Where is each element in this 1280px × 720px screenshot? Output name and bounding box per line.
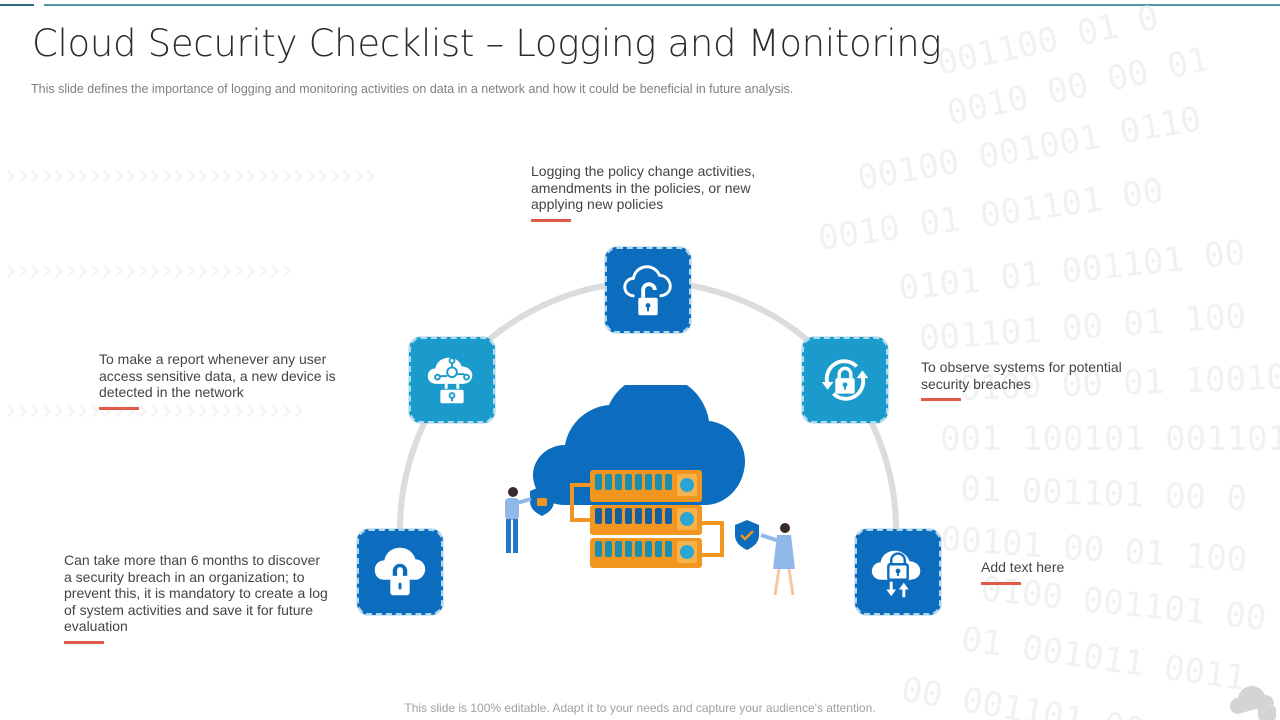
tile-breach-discovery[interactable] bbox=[357, 529, 443, 615]
item-text: Add text here bbox=[981, 559, 1065, 575]
item-text: To make a report whenever any user acces… bbox=[99, 351, 336, 400]
item-text: Can take more than 6 months to discover … bbox=[64, 552, 328, 634]
refresh-lock-icon bbox=[821, 359, 869, 401]
cloud-server-illustration bbox=[505, 385, 795, 596]
accent-underline bbox=[99, 406, 139, 410]
tile-policy-logging[interactable] bbox=[605, 247, 691, 333]
cables bbox=[570, 483, 724, 557]
cloud-network-lock-icon bbox=[427, 357, 473, 404]
cloud-lock-icon bbox=[374, 547, 426, 596]
top-accent-segment-left bbox=[0, 4, 34, 6]
top-accent-line bbox=[0, 4, 1280, 6]
item-description-observe-systems: To observe systems for potential securit… bbox=[921, 359, 1141, 401]
cloud-unlock-icon bbox=[623, 265, 672, 316]
item-description-breach-discovery: Can take more than 6 months to discover … bbox=[64, 552, 329, 644]
item-text: To observe systems for potential securit… bbox=[921, 359, 1122, 392]
top-accent-segment-right bbox=[44, 4, 1280, 6]
person-left bbox=[505, 487, 532, 553]
accent-underline bbox=[531, 218, 571, 222]
tile-add-text[interactable] bbox=[855, 529, 941, 615]
server-rack-2 bbox=[590, 505, 702, 535]
server-rack-1 bbox=[590, 470, 702, 502]
accent-underline bbox=[64, 640, 104, 644]
person-right bbox=[760, 523, 795, 596]
item-description-access-report: To make a report whenever any user acces… bbox=[99, 351, 349, 410]
item-description-policy-logging: Logging the policy change activities, am… bbox=[531, 163, 771, 222]
corner-cloud-lock-icon bbox=[1230, 686, 1276, 720]
server-rack-3 bbox=[590, 538, 702, 568]
cloud-lock-transfer-icon bbox=[871, 550, 921, 598]
accent-underline bbox=[921, 398, 961, 401]
shield-check-right bbox=[735, 520, 759, 550]
accent-underline bbox=[981, 581, 1021, 585]
footer-note: This slide is 100% editable. Adapt it to… bbox=[404, 701, 876, 715]
tile-observe-systems[interactable] bbox=[802, 337, 888, 423]
page-subtitle: This slide defines the importance of log… bbox=[31, 82, 794, 96]
item-text: Logging the policy change activities, am… bbox=[531, 163, 756, 212]
item-description-add-text: Add text here bbox=[981, 559, 1141, 585]
page-title: Cloud Security Checklist – Logging and M… bbox=[32, 22, 942, 65]
tile-access-report[interactable] bbox=[409, 337, 495, 423]
shield-lock-left bbox=[530, 486, 554, 516]
